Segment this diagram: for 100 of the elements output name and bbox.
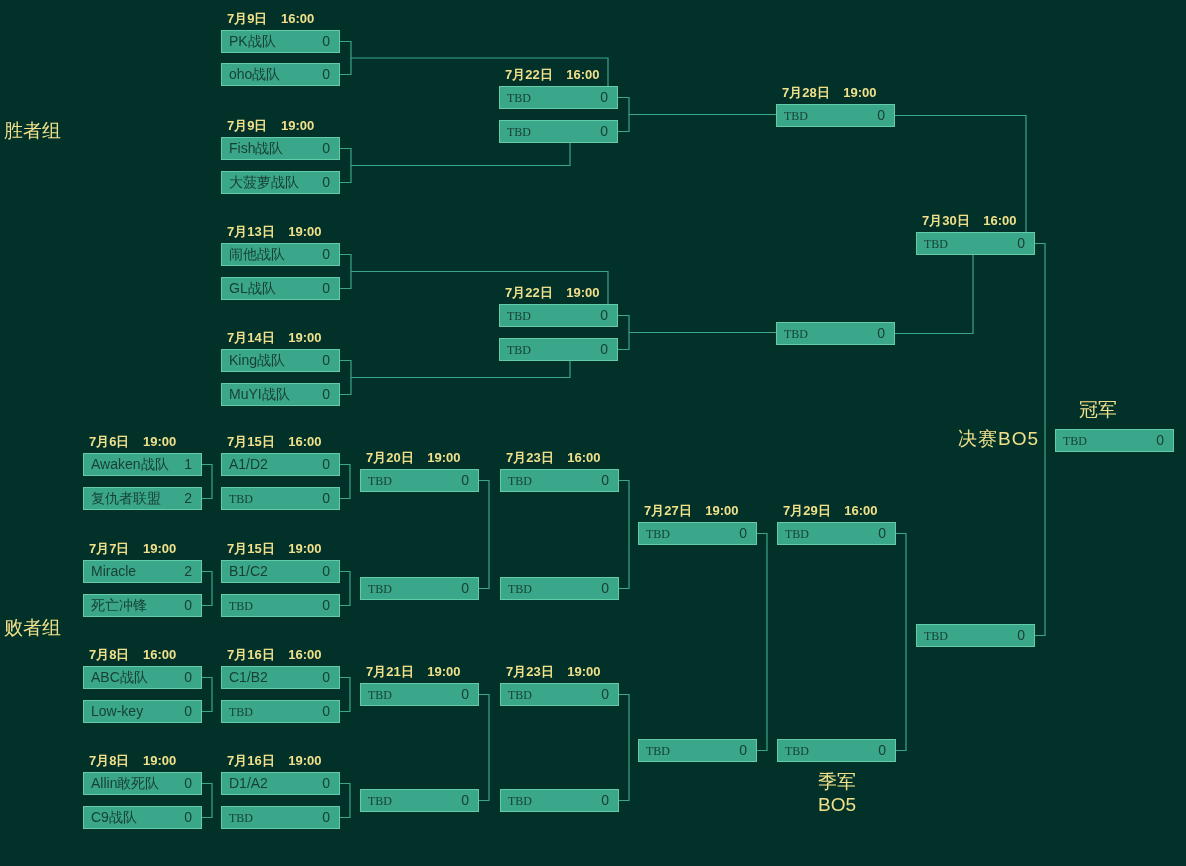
team-slot: [221, 594, 340, 617]
team-slot: [221, 30, 340, 53]
score: 0: [739, 525, 747, 541]
score: 0: [322, 563, 330, 579]
team-slot: [83, 560, 202, 583]
team-name: TBD: [508, 474, 532, 489]
team-slot: [83, 453, 202, 476]
team-name: TBD: [229, 811, 253, 826]
team-slot: [776, 322, 895, 345]
score: 0: [1017, 235, 1025, 251]
score: 0: [322, 456, 330, 472]
team-name: TBD: [924, 629, 948, 644]
score: 0: [600, 89, 608, 105]
match-date: 7月22日 19:00: [505, 284, 600, 302]
team-name: TBD: [368, 688, 392, 703]
score: 0: [322, 386, 330, 402]
team-name: King战队: [229, 352, 286, 370]
team-name: GL战队: [229, 280, 276, 298]
team-slot: [500, 789, 619, 812]
bracket-line: [339, 253, 609, 305]
team-slot: [777, 739, 896, 762]
score: 0: [1017, 627, 1025, 643]
bracket-line: [201, 570, 213, 607]
match-date: 7月20日 19:00: [366, 449, 461, 467]
score: 0: [322, 280, 330, 296]
team-name: Fish战队: [229, 140, 284, 158]
bracket-line: [201, 463, 213, 500]
match-date: 7月30日 16:00: [922, 212, 1017, 230]
score: 0: [322, 174, 330, 190]
score: 0: [739, 742, 747, 758]
team-name: 复仇者联盟: [91, 490, 161, 508]
match-date: 7月16日 19:00: [227, 752, 322, 770]
score: 0: [184, 669, 192, 685]
bracket-line: [478, 693, 490, 802]
team-slot: [221, 349, 340, 372]
match-date: 7月9日 19:00: [227, 117, 315, 135]
team-slot: [221, 806, 340, 829]
score: 0: [322, 775, 330, 791]
bracket-line: [339, 676, 351, 713]
score: 0: [600, 341, 608, 357]
bracket-line: [339, 359, 571, 396]
score: 0: [322, 33, 330, 49]
score: 0: [600, 307, 608, 323]
team-name: D1/A2: [229, 775, 268, 791]
score: 0: [878, 525, 886, 541]
team-slot: [83, 700, 202, 723]
bracket-line: [339, 570, 351, 607]
score: 0: [877, 325, 885, 341]
bracket-line: [339, 142, 571, 184]
team-name: PK战队: [229, 33, 276, 51]
score: 0: [601, 472, 609, 488]
match-date: 7月7日 19:00: [89, 540, 177, 558]
score: 0: [322, 669, 330, 685]
team-name: TBD: [368, 582, 392, 597]
slot-heading: 冠军: [1079, 398, 1117, 422]
team-slot: [83, 594, 202, 617]
score: 0: [601, 686, 609, 702]
team-name: TBD: [507, 343, 531, 358]
team-name: Miracle: [91, 563, 137, 579]
team-slot: [221, 700, 340, 723]
bracket-line: [618, 693, 630, 802]
team-slot: [221, 666, 340, 689]
score: 0: [601, 580, 609, 596]
score: 0: [1156, 432, 1164, 448]
team-slot: [360, 683, 479, 706]
team-name: TBD: [785, 527, 809, 542]
team-name: TBD: [508, 582, 532, 597]
team-slot: [500, 577, 619, 600]
score: 0: [322, 140, 330, 156]
team-name: oho战队: [229, 66, 281, 84]
score: 0: [322, 809, 330, 825]
team-name: TBD: [229, 492, 253, 507]
match-date: 7月8日 19:00: [89, 752, 177, 770]
match-date: 7月14日 19:00: [227, 329, 322, 347]
match-date: 7月15日 19:00: [227, 540, 322, 558]
team-slot: [221, 453, 340, 476]
score: 0: [184, 597, 192, 613]
score: 0: [461, 686, 469, 702]
match-date: 7月9日 16:00: [227, 10, 315, 28]
match-date: 7月13日 19:00: [227, 223, 322, 241]
team-name: TBD: [507, 309, 531, 324]
team-slot: [221, 772, 340, 795]
score: 0: [184, 703, 192, 719]
score: 2: [184, 490, 192, 506]
team-name: 闹他战队: [229, 246, 285, 264]
score: 0: [322, 352, 330, 368]
score: 0: [322, 703, 330, 719]
team-slot: [360, 469, 479, 492]
match-date: 7月15日 16:00: [227, 433, 322, 451]
team-slot: [499, 304, 618, 327]
team-name: C9战队: [91, 809, 137, 827]
bracket-line: [339, 463, 351, 500]
team-name: TBD: [229, 705, 253, 720]
bracket-line: [894, 114, 1027, 233]
team-name: ABC战队: [91, 669, 148, 687]
team-slot: [221, 63, 340, 86]
team-slot: [776, 104, 895, 127]
score: 0: [322, 66, 330, 82]
match-date: 7月22日 16:00: [505, 66, 600, 84]
score: 0: [461, 472, 469, 488]
